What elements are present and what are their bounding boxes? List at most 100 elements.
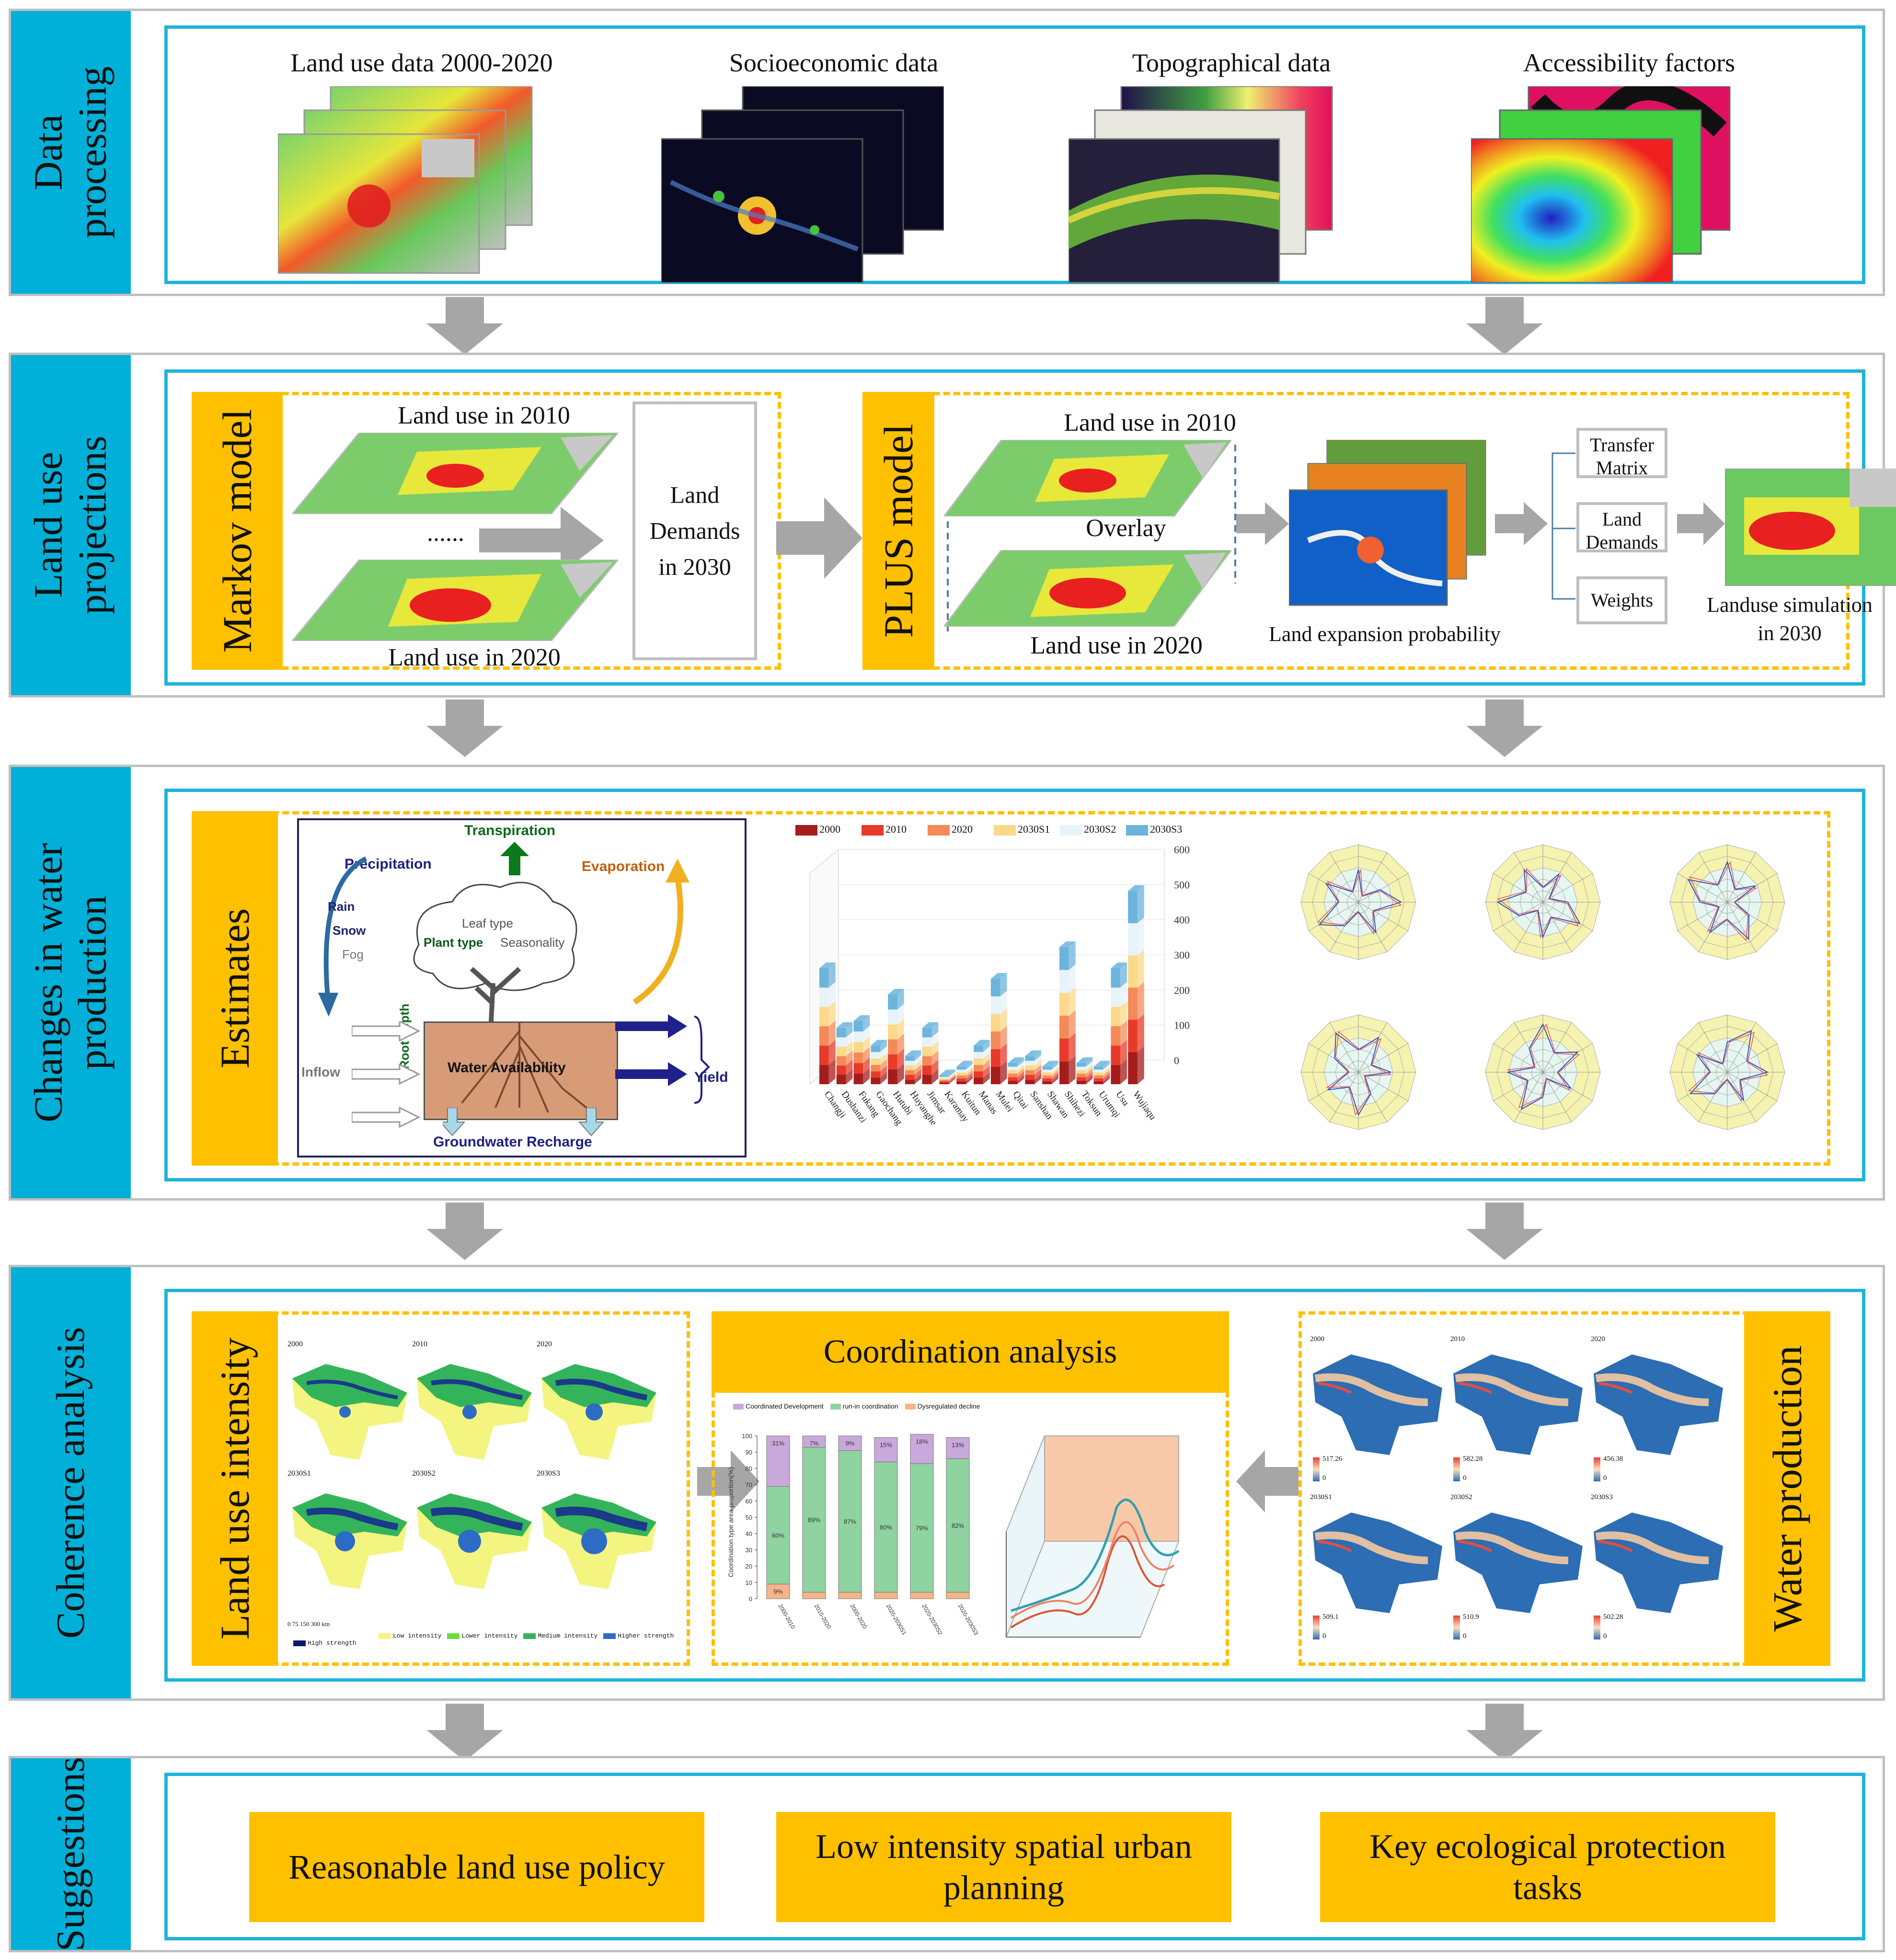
- bar-segment: [939, 1077, 949, 1078]
- recharge-arrows-icon: [443, 1108, 605, 1136]
- bar-segment: [1076, 1074, 1086, 1077]
- stage-title: Coherence analysis: [48, 1327, 93, 1639]
- bar-segment: [1025, 1070, 1035, 1075]
- bar-segment: [871, 1058, 881, 1065]
- bar-segment: [853, 1074, 863, 1084]
- intensity-legend-item: Lower intensity: [447, 1632, 517, 1639]
- map-year-label: 2030S1: [287, 1469, 311, 1478]
- bar-segment-side: [828, 1059, 836, 1084]
- projections-panel: Markov model Land use in 2010 ...... Lan…: [164, 369, 1896, 686]
- coordination-bar-segment: [946, 1592, 970, 1599]
- transfer-matrix-box: Transfer Matrix: [1576, 428, 1667, 479]
- bar-segment-side: [914, 1055, 921, 1066]
- coordination-data-label: 82%: [952, 1522, 964, 1529]
- markov-2020-label: Land use in 2020: [388, 644, 561, 671]
- radar-spoke: [1677, 873, 1728, 903]
- bar-segment: [974, 1045, 983, 1052]
- bar-segment: [922, 1065, 932, 1075]
- bar-segment: [1111, 1045, 1121, 1065]
- bar-segment-side: [863, 1047, 870, 1063]
- y-tick-label: 50: [746, 1514, 752, 1521]
- radar-series-line: [1506, 1023, 1579, 1111]
- bar-segment: [922, 1028, 932, 1038]
- radar-spoke: [1727, 902, 1778, 931]
- bar-segment-side: [897, 1033, 904, 1055]
- intensity-legend-item: Higher strength: [603, 1632, 674, 1639]
- colorbar-min: 0: [1603, 1632, 1607, 1640]
- radar-spoke: [1542, 1022, 1572, 1073]
- radar-spoke: [1698, 902, 1728, 952]
- markov-arrow: [479, 507, 604, 574]
- transpiration-label: Transpiration: [464, 823, 556, 838]
- bar-segment-side: [846, 1059, 853, 1075]
- bar-segment-side: [1120, 1020, 1127, 1046]
- coordination-data-label: 9%: [846, 1440, 855, 1447]
- legend-label: run-in coordination: [842, 1402, 898, 1410]
- bar-segment-side: [914, 1059, 921, 1070]
- y-tick-label: 0: [1174, 1055, 1179, 1066]
- bar-segment: [990, 1032, 1000, 1049]
- bar-segment: [1059, 947, 1069, 970]
- bar-segment-side: [966, 1072, 973, 1081]
- bar-segment-side: [1120, 982, 1127, 1007]
- bar-segment-side: [1069, 964, 1076, 993]
- bar-segment-side: [983, 1059, 990, 1072]
- water-map-shape: [1313, 1513, 1442, 1613]
- coordination-bar-segment: [802, 1447, 826, 1593]
- stage-label: Data processing: [11, 11, 131, 294]
- legend-item: 2000: [795, 823, 840, 836]
- land-expansion-label: Land expansion probability: [1269, 622, 1501, 646]
- bar-segment: [1111, 987, 1121, 1007]
- y-tick-label: 90: [746, 1449, 752, 1456]
- bar-segment: [1111, 1026, 1121, 1046]
- to-expansion-arrow: [1236, 502, 1289, 545]
- suggestion-ecological-protection: Key ecological protection tasks: [1320, 1812, 1775, 1922]
- radar-spoke: [1727, 1043, 1778, 1073]
- bar-segment: [1042, 1081, 1052, 1084]
- bar-segment: [836, 1046, 846, 1056]
- radar-spoke: [1542, 902, 1593, 931]
- radar-spoke: [1542, 852, 1572, 903]
- bar-segment: [836, 1075, 846, 1084]
- bar-segment-side: [1137, 885, 1144, 923]
- radar-spoke: [1727, 902, 1757, 952]
- plus-2010-map: [944, 440, 1231, 516]
- water-colorbar: [1313, 1457, 1320, 1481]
- y-tick-label: 40: [746, 1530, 752, 1537]
- intensity-legend-item: Low intensity: [379, 1632, 441, 1639]
- dots-label: ......: [427, 519, 464, 547]
- map-year-label: 2030S3: [537, 1469, 560, 1478]
- bar-segment-side: [1017, 1071, 1024, 1081]
- legend-item: 2020: [928, 823, 973, 836]
- water-colorbar: [1453, 1457, 1460, 1481]
- bar-segment-side: [1034, 1064, 1042, 1075]
- map-year-label: 2030S3: [1591, 1493, 1613, 1501]
- markov-to-plus-arrow: [776, 497, 862, 579]
- bar-segment: [1025, 1079, 1035, 1084]
- x-tick-label: 2000-2020: [849, 1603, 868, 1630]
- topographical-label: Topographical data: [1132, 48, 1331, 77]
- bar-top: [990, 973, 1007, 979]
- radar-series-line: [1496, 868, 1581, 939]
- bar-segment-side: [1086, 1061, 1093, 1070]
- y-tick-label: 100: [742, 1433, 752, 1440]
- bar-segment: [853, 1063, 863, 1074]
- bar-segment-side: [880, 1059, 887, 1072]
- radar-spoke: [1308, 1072, 1359, 1101]
- bar-top: [853, 1015, 870, 1021]
- coordination-bar-segment: [766, 1583, 790, 1599]
- bar-segment-side: [1017, 1075, 1024, 1084]
- inflow-label: Inflow: [301, 1065, 340, 1079]
- radar-spoke: [1358, 1022, 1388, 1073]
- evaporation-arrow-icon: [632, 859, 689, 1005]
- bar-segment-side: [1000, 990, 1007, 1014]
- bar-segment: [1093, 1078, 1103, 1081]
- down-arrow-right-3: [1466, 1203, 1543, 1260]
- bar-segment-side: [880, 1053, 887, 1065]
